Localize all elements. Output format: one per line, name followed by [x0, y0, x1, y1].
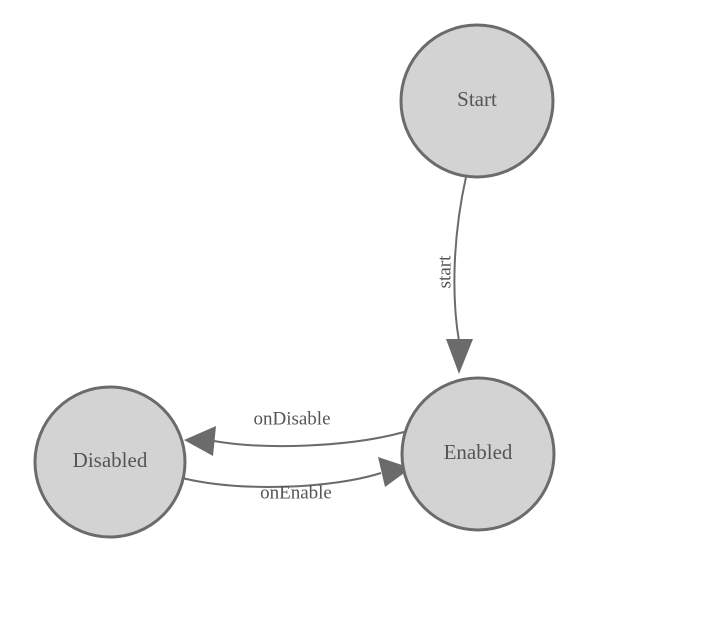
- node-start[interactable]: Start: [399, 23, 555, 179]
- edge-start-to-enabled-line: [453, 176, 467, 342]
- edge-enabled-to-disabled-line: [213, 431, 405, 448]
- node-enabled-label: Enabled: [444, 440, 513, 464]
- node-disabled-label: Disabled: [73, 448, 148, 472]
- edge-disabled-to-enabled-label: onEnable: [260, 482, 332, 503]
- edge-disabled-to-enabled[interactable]: onEnable: [181, 457, 411, 503]
- edge-enabled-to-disabled-label: onDisable: [253, 408, 330, 429]
- node-enabled[interactable]: Enabled: [400, 376, 556, 532]
- node-start-label: Start: [457, 87, 497, 111]
- node-disabled-circle: [33, 385, 187, 539]
- node-start-circle: [399, 23, 555, 179]
- node-disabled[interactable]: Disabled: [33, 385, 187, 539]
- edge-start-to-enabled[interactable]: start: [434, 176, 473, 374]
- edge-enabled-to-disabled[interactable]: onDisable: [184, 408, 405, 456]
- edge-start-to-enabled-arrowhead: [446, 339, 473, 374]
- edge-disabled-to-enabled-arrowhead: [378, 457, 411, 487]
- edge-enabled-to-disabled-arrowhead: [184, 426, 216, 456]
- edge-disabled-to-enabled-line: [181, 472, 382, 488]
- node-enabled-circle: [400, 376, 556, 532]
- edge-start-to-enabled-label: start: [434, 255, 455, 288]
